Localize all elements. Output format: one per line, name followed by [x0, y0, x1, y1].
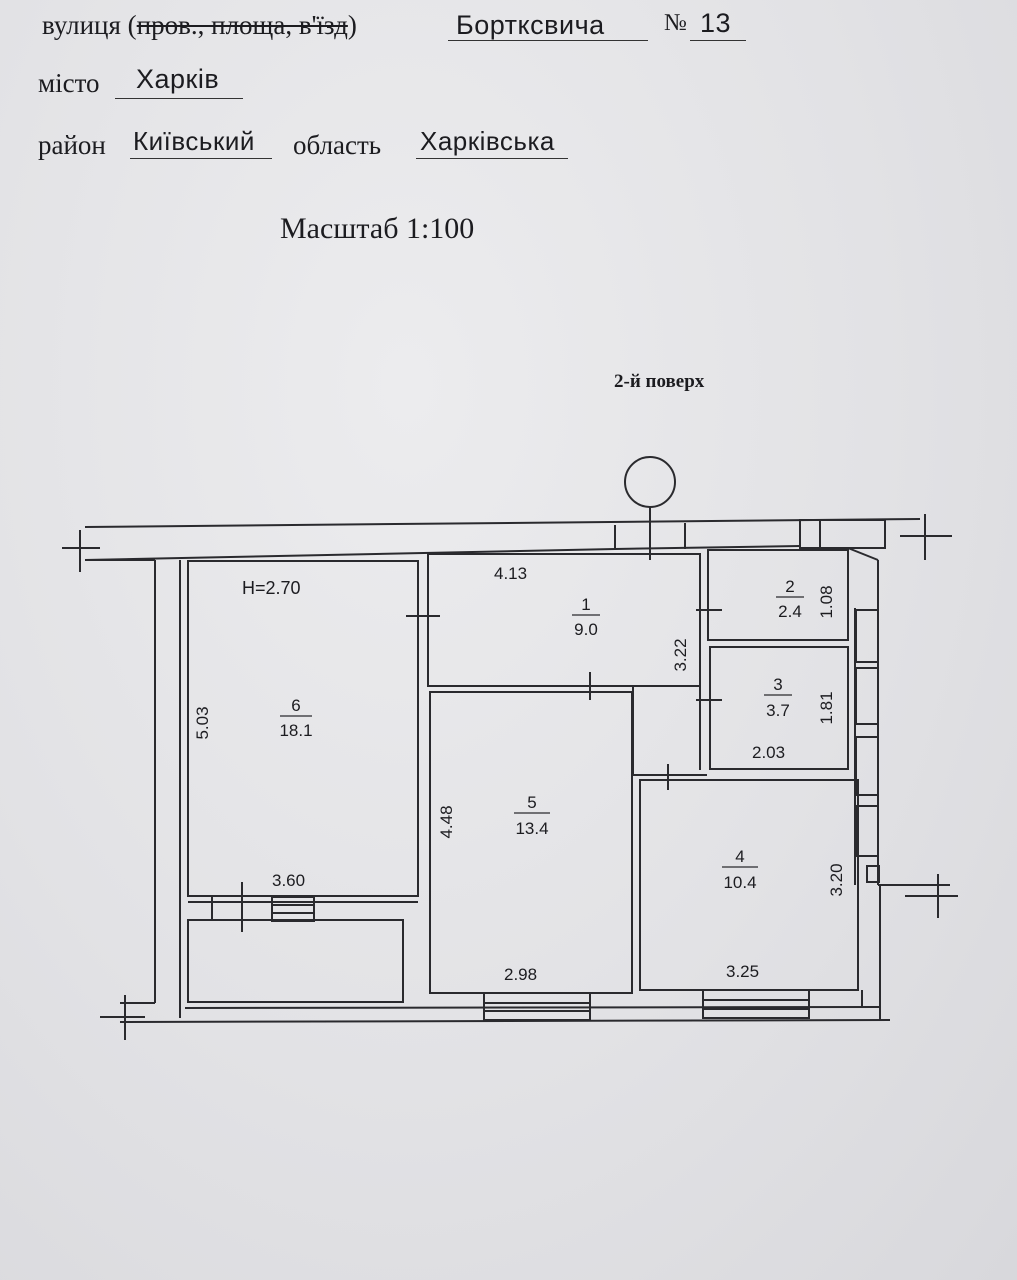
dim-room3-width: 2.03 [752, 743, 785, 762]
vent-shaft-corner [847, 547, 879, 561]
outer-wall-south-inner [184, 1006, 881, 1009]
balcony-outline [187, 919, 404, 1003]
region-underline [416, 158, 568, 159]
dim-room6-width: 3.60 [272, 871, 305, 890]
street-struck-options: пров., площа, в'їзд [136, 10, 348, 40]
room2-area: 2.4 [778, 602, 802, 621]
region-value: Харківська [420, 126, 555, 156]
outer-wall-north-outer [84, 518, 921, 528]
district-label: район [38, 130, 106, 160]
room1-outline [427, 553, 701, 687]
dim-room4-width: 3.25 [726, 962, 759, 981]
dim-room1-width: 4.13 [494, 564, 527, 583]
right-wall-vent [866, 865, 880, 883]
room4-number: 4 [735, 847, 744, 866]
street-underline [448, 40, 648, 41]
dim-room3-depth: 1.81 [817, 691, 836, 724]
region-label: область [293, 130, 382, 160]
balcony-door [271, 896, 315, 922]
room5-number: 5 [527, 793, 536, 812]
window-room4 [702, 989, 810, 1019]
room6-area: 18.1 [279, 721, 312, 740]
room2-outline [707, 549, 849, 641]
scale-label: Масштаб 1:100 [280, 212, 475, 245]
window-right-4 [855, 805, 879, 857]
room5-area: 13.4 [515, 819, 548, 838]
room1-area: 9.0 [574, 620, 598, 639]
street-label: вулиця ( [42, 10, 137, 40]
dim-room5-depth: 4.48 [437, 805, 456, 838]
north-marker-circle [624, 456, 676, 508]
window-right-1 [855, 609, 879, 663]
room6-number: 6 [291, 696, 300, 715]
dim-room5-width: 2.98 [504, 965, 537, 984]
room3-area: 3.7 [766, 701, 790, 720]
number-label: № [664, 10, 687, 36]
number-value: 13 [700, 8, 732, 38]
street-value: Бортксвича [456, 10, 605, 40]
room4-area: 10.4 [723, 873, 756, 892]
city-label: місто [38, 68, 100, 98]
window-right-3 [855, 736, 879, 796]
ceiling-height: H=2.70 [242, 578, 301, 598]
outer-wall-north-inner-2 [614, 545, 801, 550]
plan-walls [62, 456, 958, 1040]
dim-room1-depth: 3.22 [671, 638, 690, 671]
room1-number: 1 [581, 595, 590, 614]
city-value: Харків [136, 64, 220, 94]
district-underline [130, 158, 272, 159]
street-label-group: вулиця (пров., площа, в'їзд) [42, 10, 357, 41]
room3-number: 3 [773, 675, 782, 694]
window-right-2 [855, 667, 879, 725]
vent-shaft [799, 519, 886, 549]
room2-number: 2 [785, 577, 794, 596]
room5-outline [429, 691, 633, 994]
dim-room4-depth: 3.20 [827, 863, 846, 896]
number-underline [690, 40, 746, 41]
room3-outline [709, 646, 849, 770]
street-label-close: ) [347, 10, 357, 40]
floor-label: 2-й поверх [614, 371, 705, 392]
window-room5 [483, 992, 591, 1021]
dim-room6-depth: 5.03 [193, 706, 212, 739]
outer-wall-north-inner [84, 548, 616, 561]
dim-room2-depth: 1.08 [817, 585, 836, 618]
district-value: Київський [133, 126, 255, 156]
city-underline [115, 98, 243, 99]
